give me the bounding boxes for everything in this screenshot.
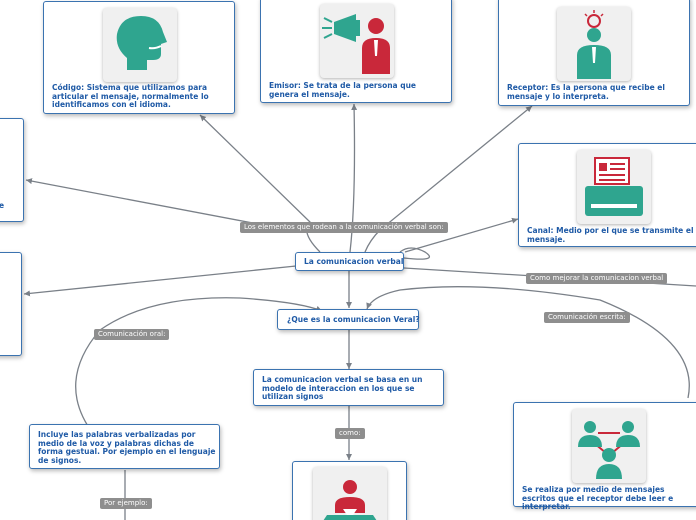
canal-text: Canal: Medio por el que se transmite el … — [527, 226, 694, 244]
head-speaking-icon — [103, 8, 177, 82]
link-oral — [75, 297, 323, 469]
label-improve: Como mejorar la comunicacion verbal — [526, 273, 668, 284]
canal-node[interactable]: Canal: Medio por el que se transmite el … — [518, 143, 696, 247]
oral-desc-node[interactable]: Incluye las palabras verbalizadas por me… — [29, 424, 220, 469]
left-partial-node-bottom[interactable] — [0, 252, 22, 356]
question-text: ¿Que es la comunicacion Veral? — [287, 315, 420, 324]
printer-icon — [577, 150, 651, 224]
label-oral: Comunicación oral: — [94, 329, 170, 340]
left-partial-text: e — [0, 201, 5, 210]
label-written: Comunicación escrita: — [544, 312, 630, 323]
link-to-left-bottom — [23, 265, 297, 297]
central-text: La comunicacion verbal — [304, 257, 404, 266]
oral-desc-text: Incluye las palabras verbalizadas por me… — [38, 430, 216, 465]
emisor-text: Emisor: Se trata de la persona que gener… — [269, 81, 417, 99]
codigo-node[interactable]: Código: Sistema que utilizamos para arti… — [43, 1, 235, 114]
link-loop — [399, 247, 430, 260]
definition-text: La comunicacion verbal se basa en un mod… — [262, 375, 423, 401]
link-to-emisor — [349, 103, 358, 253]
question-node[interactable]: ¿Que es la comunicacion Veral? — [277, 309, 420, 330]
label-por-ejemplo: Por ejemplo: — [100, 498, 152, 509]
label-como: como: — [335, 428, 365, 439]
person-desk-icon — [313, 467, 387, 520]
central-node[interactable]: La comunicacion verbal — [295, 252, 404, 271]
definition-node[interactable]: La comunicacion verbal se basa en un mod… — [253, 369, 444, 406]
label-elements: Los elementos que rodean a la comunicaci… — [240, 222, 448, 233]
receptor-node[interactable]: Receptor: Es la persona que recibe el me… — [498, 0, 690, 106]
receptor-text: Receptor: Es la persona que recibe el me… — [507, 83, 665, 101]
written-desc-text: Se realiza por medio de mensajes escrito… — [522, 485, 674, 511]
megaphone-person-icon — [320, 4, 394, 78]
written-desc-node[interactable]: Se realiza por medio de mensajes escrito… — [513, 402, 696, 511]
left-partial-node-top[interactable]: e — [0, 118, 24, 222]
example-node[interactable] — [292, 461, 407, 520]
link-written — [366, 286, 690, 399]
link-to-canal — [404, 217, 519, 253]
lightbulb-person-icon — [557, 7, 631, 81]
team-network-icon — [572, 409, 646, 483]
emisor-node[interactable]: Emisor: Se trata de la persona que gener… — [260, 0, 452, 103]
codigo-text: Código: Sistema que utilizamos para arti… — [52, 83, 209, 109]
